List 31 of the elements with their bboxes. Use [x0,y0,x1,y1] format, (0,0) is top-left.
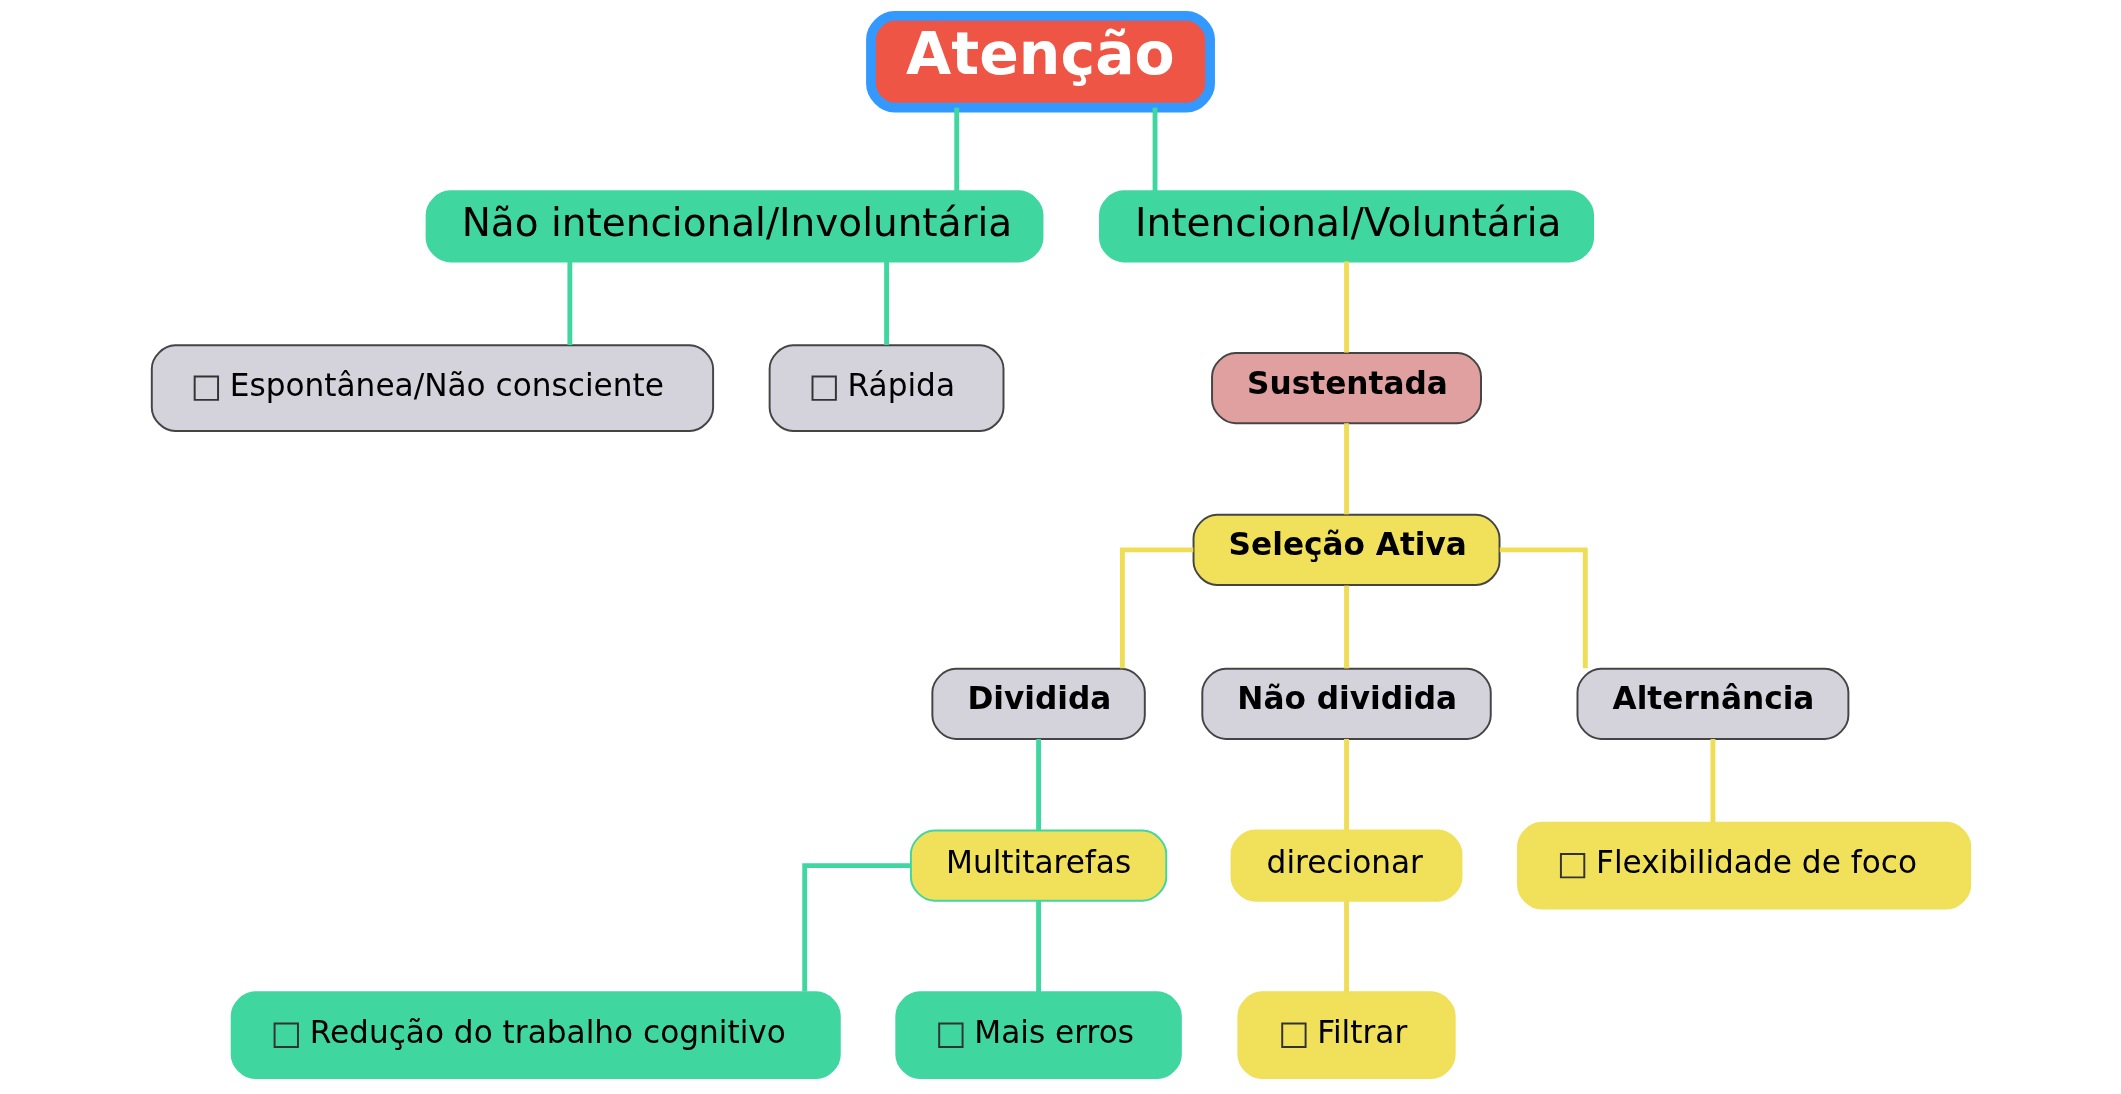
node-box: Redução do trabalho cognitivo [230,991,841,1080]
connector [1710,739,1715,823]
node-box: Atenção [865,11,1215,113]
node-box: Não dividida [1200,667,1492,740]
connector [566,261,572,346]
connector [883,261,889,346]
node-box: Dividida [930,667,1146,740]
node-box: Espontânea/Não consciente [150,344,714,432]
connector [1343,739,1349,831]
node-box: Rápida [768,344,1004,432]
node-box: Seleção Ativa [1192,513,1500,586]
node-box: Mais erros [894,991,1182,1080]
connector [1343,585,1349,669]
node-box: Sustentada [1210,352,1482,425]
connector [1499,547,1588,669]
connector [1119,547,1193,669]
node-box: Não intencional/Involuntária [425,190,1043,263]
node-box: Multitarefas [909,829,1167,902]
connector [1152,107,1157,192]
connector [1035,900,1041,993]
node-box: Flexibilidade de foco [1516,821,1971,910]
connector [1343,423,1349,515]
node-box: direcionar [1230,829,1462,902]
connector [953,107,959,192]
connector [1343,900,1349,993]
node-box: Intencional/Voluntária [1098,190,1594,263]
node-box: Filtrar [1236,991,1456,1080]
node-box: Alternância [1576,667,1849,740]
connector [1343,261,1349,353]
connector [1035,739,1041,831]
connector [801,863,911,992]
